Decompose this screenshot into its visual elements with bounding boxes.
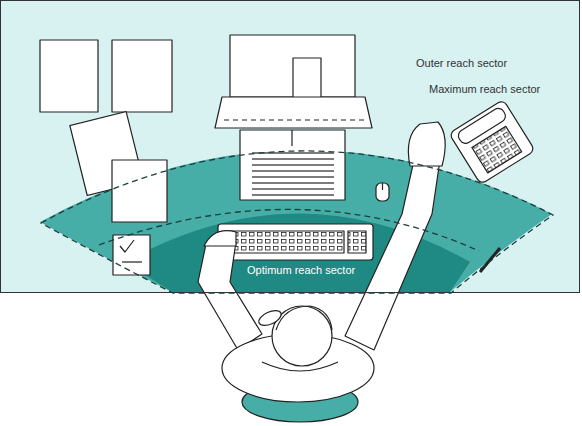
keyboard-numpad <box>348 231 366 253</box>
document-lines <box>252 148 334 196</box>
monitor-edge <box>224 119 364 120</box>
reach-sector: Optimum reach sector <box>121 206 476 294</box>
note-line <box>122 261 142 262</box>
right-hand <box>408 122 445 166</box>
sector-boundary <box>41 151 553 293</box>
region-label: Maximum reach sector <box>429 83 540 96</box>
region-label: Optimum reach sector <box>247 264 355 277</box>
region-label: Outer reach sector <box>416 57 507 70</box>
right-arm <box>345 160 440 350</box>
monitor-front <box>215 97 372 128</box>
desk-surface <box>0 0 580 293</box>
telephone <box>449 100 535 185</box>
hair-line <box>276 306 332 330</box>
sector-outline <box>121 206 476 294</box>
left-hand <box>204 231 236 246</box>
keyboard-keys <box>226 231 344 253</box>
note-paper <box>113 235 150 275</box>
telephone-keypad <box>472 126 522 173</box>
reach-sector: Maximum reach sectorOptimum reach sector <box>39 149 555 294</box>
left-arm <box>198 242 262 350</box>
mouse-button <box>382 183 383 190</box>
check-mark <box>120 240 134 252</box>
reach-sector: Outer reach sectorMaximum reach sectorOp… <box>0 0 580 293</box>
keyboard <box>218 224 373 260</box>
document-fold <box>291 130 292 146</box>
mouse <box>376 183 389 201</box>
sector-boundary <box>99 209 479 251</box>
monitor-stand <box>293 58 321 103</box>
paper-sheet <box>112 160 167 222</box>
paper-sheet <box>40 40 98 112</box>
document-holder <box>240 130 345 200</box>
paper-sheet <box>112 40 172 112</box>
nose <box>257 307 284 328</box>
pen <box>480 248 500 272</box>
